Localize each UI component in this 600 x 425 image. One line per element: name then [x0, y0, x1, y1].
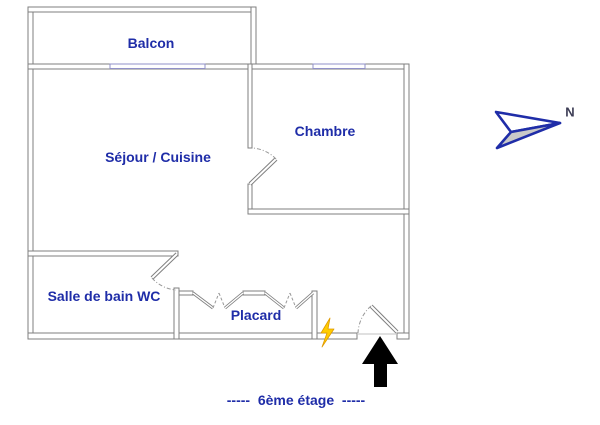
- window-chambre-icon: [312, 63, 366, 69]
- wall-sejour-chambre-upper: [247, 63, 253, 149]
- exterior-wall-bottom-stub: [396, 332, 410, 340]
- north-label: N: [565, 104, 575, 120]
- entrance-arrow-icon: [362, 336, 398, 387]
- door-chambre-leaf-icon: [248, 157, 278, 186]
- room-label-placard: Placard: [230, 307, 282, 323]
- wall-bathroom-right: [173, 287, 180, 340]
- floor-caption: ----- 6ème étage -----: [226, 392, 366, 408]
- door-bathroom-leaf-icon: [150, 252, 179, 280]
- placard-bifold-doors-icon: [192, 291, 314, 310]
- room-label-salle-de-bain: Salle de bain WC: [47, 288, 161, 304]
- exterior-wall-left: [27, 6, 34, 340]
- north-compass-icon: [494, 110, 562, 150]
- balcony-wall-top: [27, 6, 257, 13]
- balcony-wall-right: [250, 6, 257, 70]
- door-entrance-swing-arc: [357, 305, 372, 334]
- door-entrance-leaf-icon: [369, 304, 399, 334]
- door-bathroom-swing-arc: [151, 277, 177, 291]
- room-label-balcon: Balcon: [127, 35, 175, 51]
- exterior-wall-right: [403, 63, 410, 340]
- window-balcony-icon: [109, 63, 206, 69]
- wall-placard-stub-left: [178, 290, 194, 296]
- room-label-sejour-cuisine: Séjour / Cuisine: [105, 149, 211, 165]
- room-label-chambre: Chambre: [294, 123, 356, 139]
- wall-placard-right: [311, 290, 318, 340]
- lightning-icon: [320, 317, 335, 348]
- exterior-wall-bottom: [27, 332, 358, 340]
- wall-bathroom-top: [27, 250, 179, 257]
- wall-chambre-bottom: [247, 208, 410, 215]
- door-chambre-swing-arc: [251, 147, 277, 160]
- wall-placard-stub-middle: [242, 290, 266, 296]
